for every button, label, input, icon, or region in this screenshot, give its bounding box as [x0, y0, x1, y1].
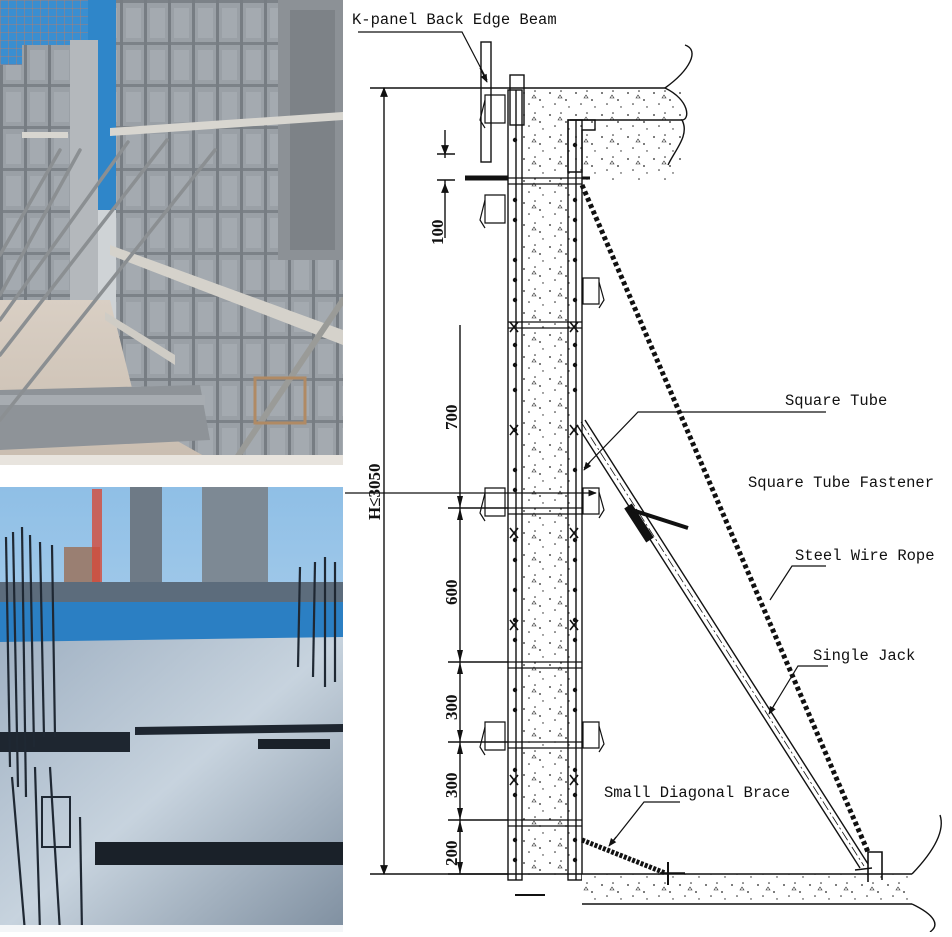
formwork-slab-image — [0, 487, 343, 932]
dim-overall-height: H≤3050 — [365, 463, 384, 520]
dim-100: 100 — [428, 220, 447, 246]
label-steel-wire-rope: Steel Wire Rope — [795, 547, 935, 565]
dim-300-upper: 300 — [442, 695, 461, 721]
label-square-tube-fastener: Square Tube Fastener — [748, 474, 934, 492]
dim-600: 600 — [442, 580, 461, 606]
label-k-panel-back-edge-beam: K-panel Back Edge Beam — [352, 11, 557, 29]
formwork-wall-image — [0, 0, 343, 465]
dim-200: 200 — [442, 841, 461, 867]
label-square-tube: Square Tube — [785, 392, 887, 410]
dim-300-lower: 300 — [442, 773, 461, 799]
section-drawing-svg: K-panel Back Edge Beam Square Tube Squar… — [0, 11, 942, 933]
formwork-wall-photo — [0, 0, 343, 465]
dim-700: 700 — [442, 405, 461, 431]
label-small-diagonal-brace: Small Diagonal Brace — [604, 784, 790, 802]
photo-gap — [0, 465, 345, 487]
label-single-jack: Single Jack — [813, 647, 915, 665]
formwork-slab-photo — [0, 487, 343, 932]
